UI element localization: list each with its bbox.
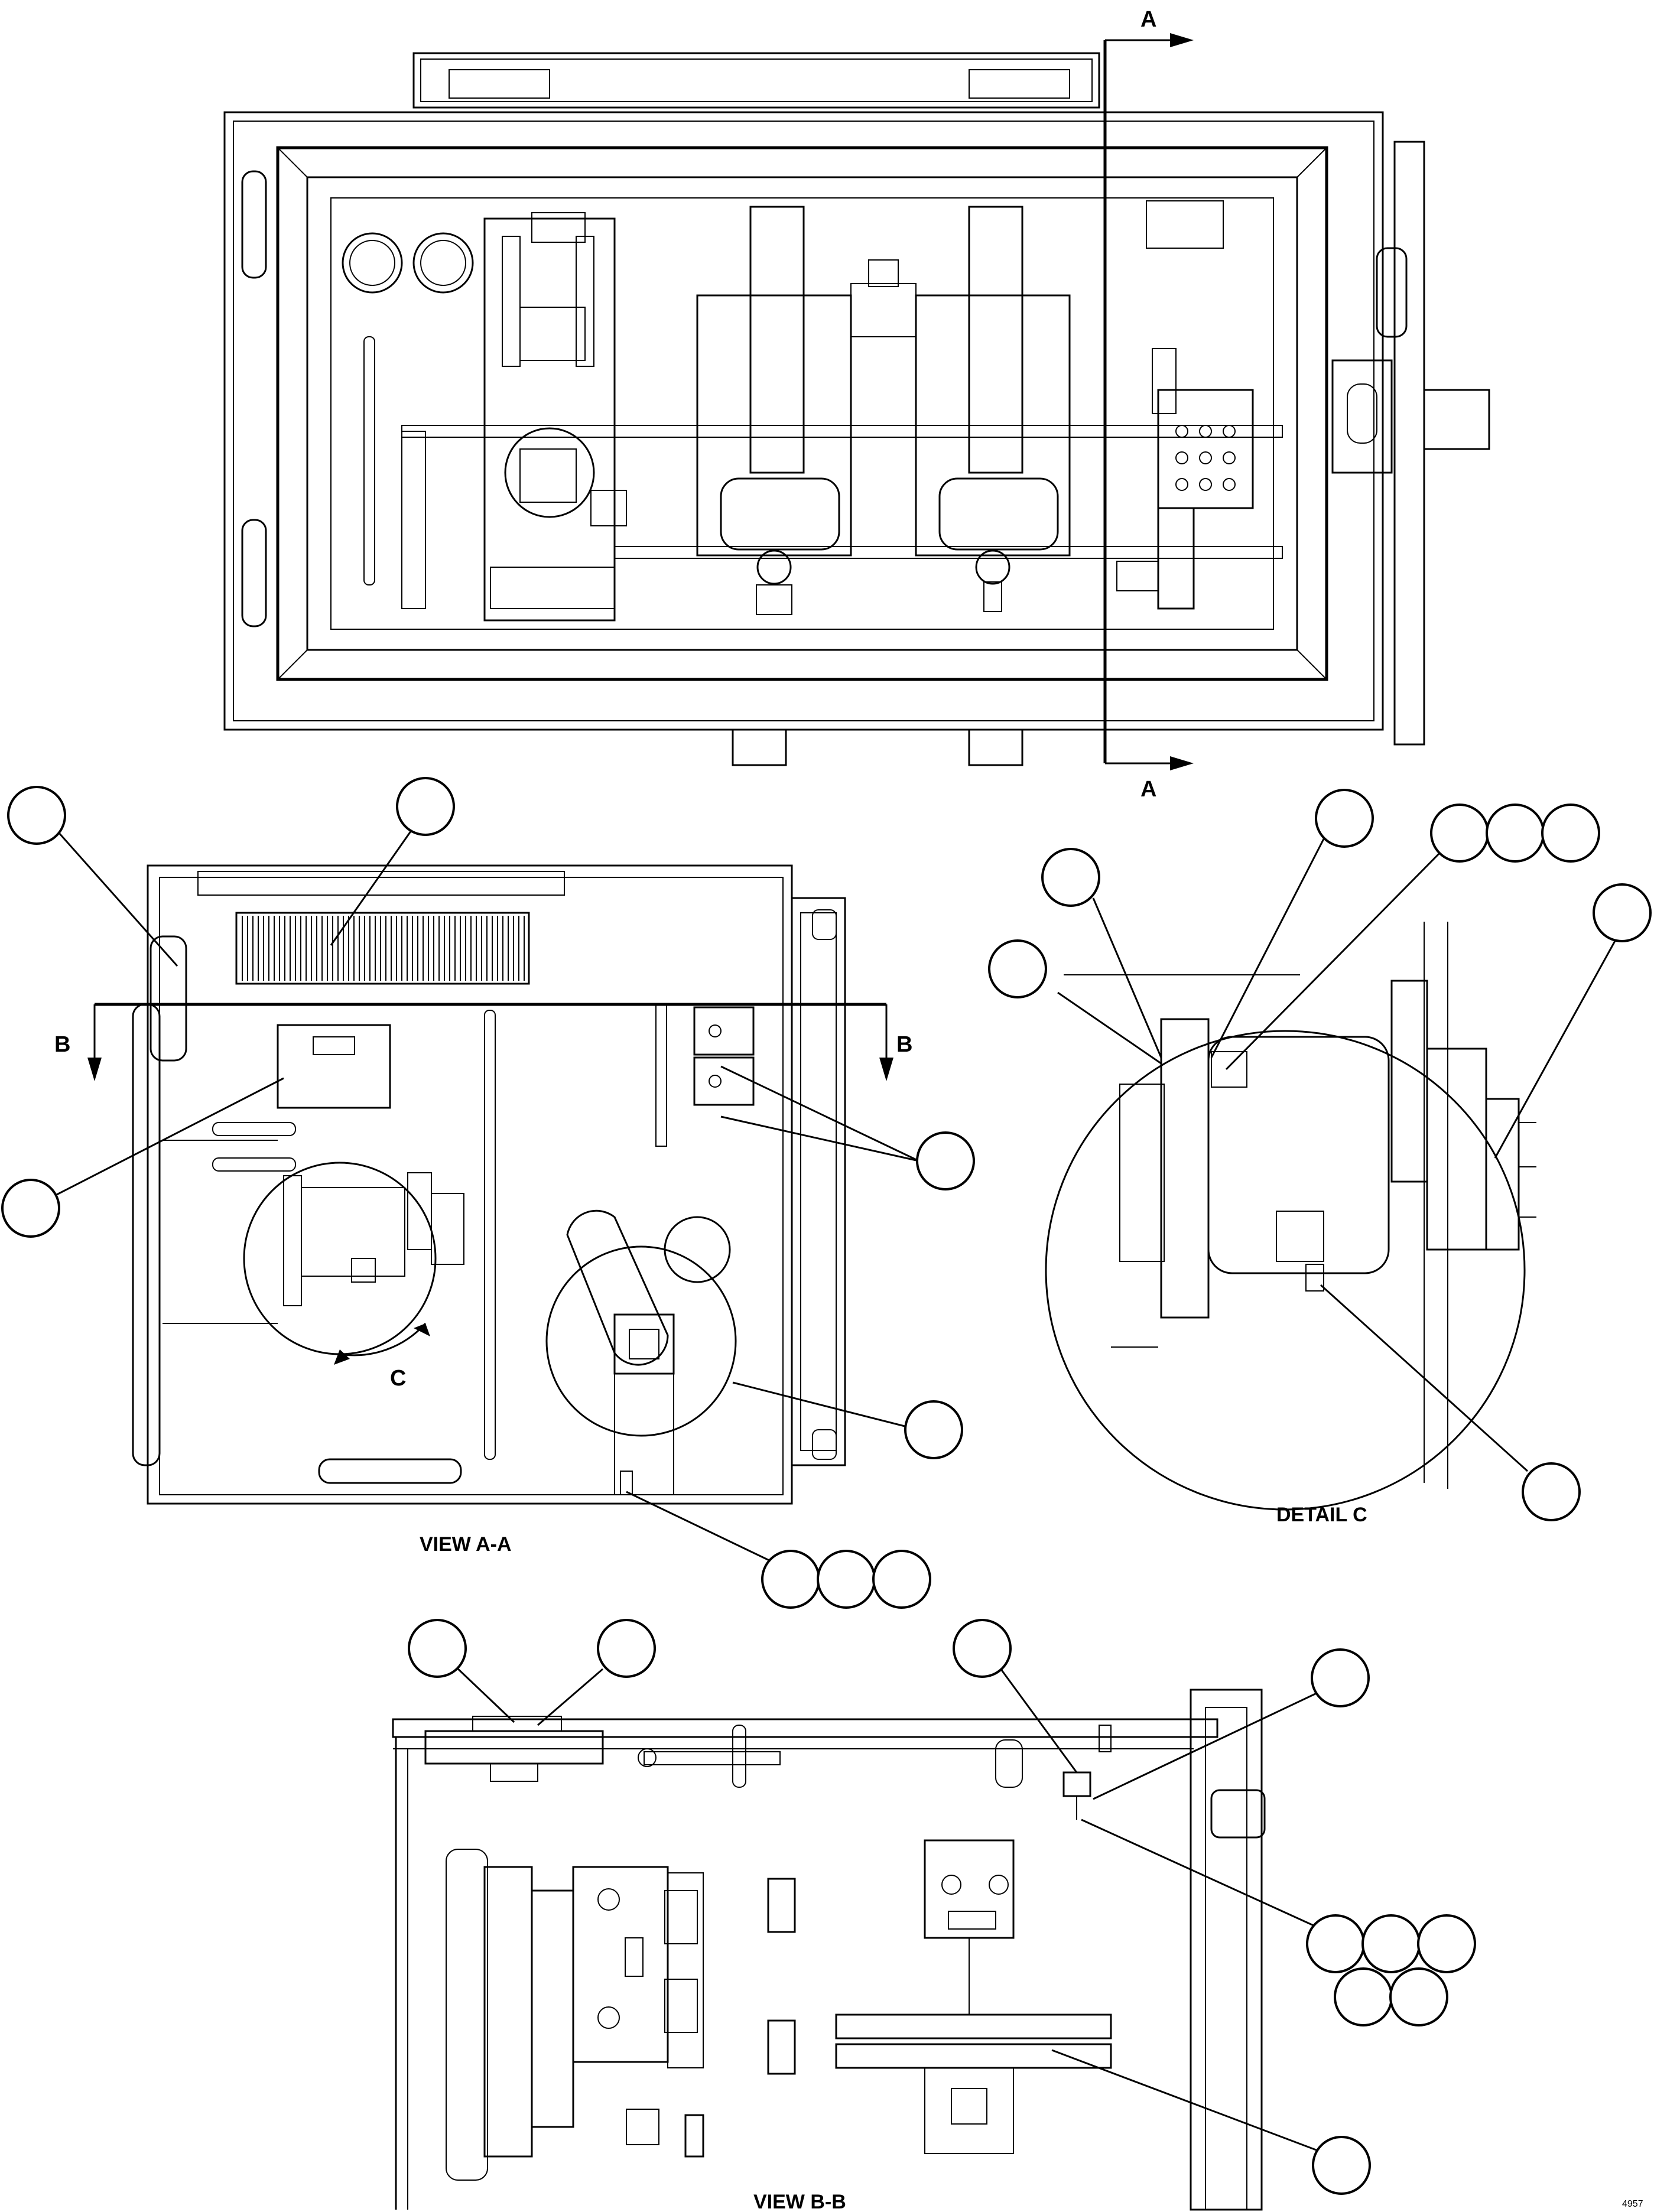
view-bb-caption: VIEW B-B (753, 2191, 846, 2212)
callout-balloon (1334, 1967, 1393, 2026)
detail-c-caption: DETAIL C (1276, 1504, 1367, 1526)
section-a-label-bottom: A (1140, 777, 1156, 802)
callout-balloon (1541, 804, 1600, 863)
section-b-label-right: B (896, 1032, 912, 1057)
section-line-a (1103, 33, 1194, 770)
view-aa-callouts (1, 777, 975, 1609)
view-bb (392, 1689, 1266, 2211)
callout-balloon (953, 1619, 1012, 1678)
heater-fins (242, 916, 525, 981)
terminal-screws (1175, 425, 1236, 491)
callout-balloon (1593, 883, 1652, 942)
callout-balloon (761, 1550, 820, 1609)
callout-balloon (597, 1619, 656, 1678)
callout-balloon (1522, 1462, 1581, 1521)
detail-c (1045, 922, 1536, 1511)
detail-c-callouts (988, 789, 1652, 1521)
section-b-label-left: B (54, 1032, 70, 1057)
enclosure-top-view (223, 52, 1490, 766)
section-line-b (87, 1003, 893, 1081)
view-bb-callouts (408, 1619, 1476, 2195)
callout-balloon (1306, 1914, 1365, 1973)
callout-balloon (1361, 1914, 1421, 1973)
callout-balloon (872, 1550, 931, 1609)
callout-balloon (916, 1131, 975, 1190)
callout-balloon (1312, 2136, 1371, 2195)
callout-balloon (1389, 1967, 1448, 2026)
view-aa (132, 864, 846, 1505)
callout-balloon (817, 1550, 876, 1609)
section-a-label-top: A (1140, 7, 1156, 32)
callout-balloon (1417, 1914, 1476, 1973)
detail-c-reference: C (390, 1366, 406, 1391)
callout-balloon (1315, 789, 1374, 848)
callout-balloon (1311, 1648, 1370, 1707)
callout-balloon (1486, 804, 1545, 863)
callout-balloon (396, 777, 455, 836)
callout-balloon (904, 1400, 963, 1459)
drawing-number: 4957 (1622, 2199, 1643, 2209)
callout-balloon (408, 1619, 467, 1678)
callout-balloon (1041, 848, 1100, 907)
callout-balloon (1430, 804, 1489, 863)
view-aa-caption: VIEW A-A (420, 1533, 512, 1556)
callout-balloon (1, 1179, 60, 1238)
callout-balloon (988, 939, 1047, 998)
callout-balloon (7, 786, 66, 845)
